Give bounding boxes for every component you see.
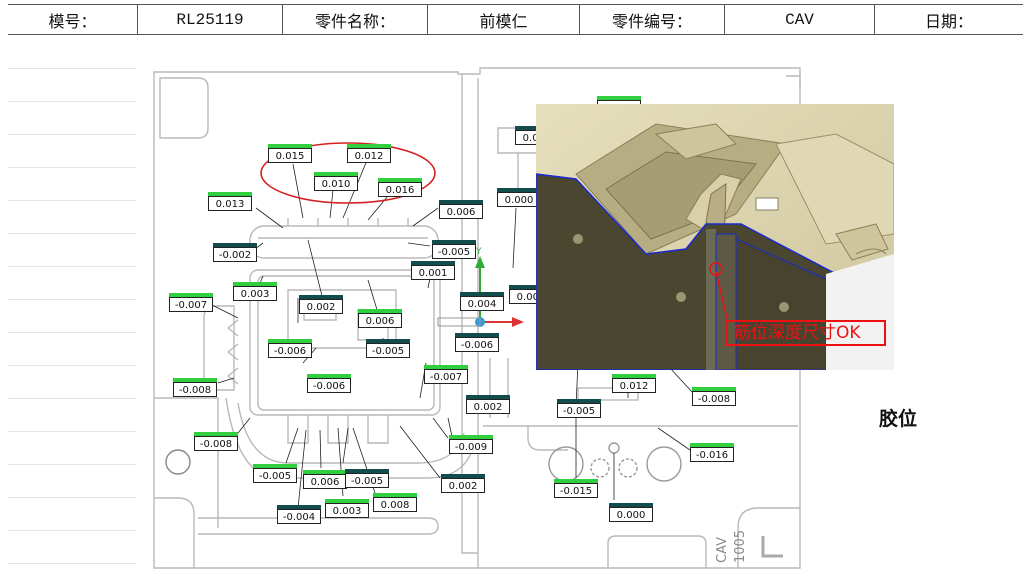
measurement-label[interactable]: 0.003 xyxy=(325,499,369,518)
measurement-label[interactable]: -0.015 xyxy=(554,479,598,498)
measurement-label[interactable]: -0.006 xyxy=(455,333,499,352)
measurement-label[interactable]: 0.010 xyxy=(314,172,358,191)
part-render-svg xyxy=(536,104,894,370)
measurement-label[interactable]: -0.007 xyxy=(169,293,213,312)
mold-insert-drawing[interactable]: Y CAV 1005 xyxy=(138,58,808,581)
part-info-header: 模号： RL25119 零件名称： 前模仁 零件编号： CAV 日期： xyxy=(8,4,1023,35)
measurement-label[interactable]: 0.006 xyxy=(358,309,402,328)
measurement-label[interactable]: 0.000 xyxy=(497,188,541,207)
measurement-label[interactable]: 0.002 xyxy=(441,474,485,493)
measurement-label[interactable]: -0.007 xyxy=(424,365,468,384)
measurement-label[interactable]: 0.002 xyxy=(299,295,343,314)
part-name-label: 零件名称： xyxy=(283,5,428,34)
part-no-value[interactable]: CAV xyxy=(725,5,875,34)
inspection-callout: 筋位深度尺寸OK xyxy=(726,320,886,346)
measurement-label[interactable]: -0.002 xyxy=(213,243,257,262)
measurement-label[interactable]: 0.013 xyxy=(208,192,252,211)
engraving-number: 1005 xyxy=(733,530,748,563)
measurement-label[interactable]: -0.008 xyxy=(173,378,217,397)
mold-no-label: 模号： xyxy=(8,5,138,34)
measurement-label[interactable]: -0.005 xyxy=(345,469,389,488)
part-name-value[interactable]: 前模仁 xyxy=(428,5,580,34)
highlight-ellipse xyxy=(260,142,436,204)
date-label: 日期： xyxy=(924,11,973,31)
measurement-label[interactable]: -0.005 xyxy=(253,464,297,483)
measurement-label[interactable]: -0.008 xyxy=(194,432,238,451)
mold-no-value[interactable]: RL25119 xyxy=(138,5,283,34)
axis-y-label: Y xyxy=(475,247,482,257)
measurement-label[interactable]: 0.012 xyxy=(612,374,656,393)
measurement-label[interactable]: 0.008 xyxy=(373,493,417,512)
measurement-label[interactable]: 0.016 xyxy=(378,178,422,197)
measurement-label[interactable]: 0.012 xyxy=(347,144,391,163)
measurement-label[interactable]: 0.015 xyxy=(268,144,312,163)
measurement-label[interactable]: 0.001 xyxy=(411,261,455,280)
measurement-label[interactable]: -0.006 xyxy=(307,374,351,393)
part-3d-view[interactable] xyxy=(536,104,894,370)
measurement-label[interactable]: -0.005 xyxy=(432,240,476,259)
measurement-label[interactable]: 0.003 xyxy=(233,282,277,301)
mold-outline-svg: Y CAV 1005 xyxy=(153,67,801,569)
measurement-label[interactable]: 0.004 xyxy=(460,292,504,311)
engraving-cav: CAV xyxy=(715,537,730,563)
measurement-label[interactable]: 0.000 xyxy=(609,503,653,522)
measurement-label[interactable]: -0.006 xyxy=(268,339,312,358)
measurement-label[interactable]: -0.016 xyxy=(690,443,734,462)
measurement-label[interactable]: 0.006 xyxy=(303,470,347,489)
measurement-label[interactable]: -0.009 xyxy=(449,435,493,454)
measurement-label[interactable]: -0.005 xyxy=(366,339,410,358)
measurement-label[interactable]: -0.005 xyxy=(557,399,601,418)
side-note-glue-position: 胶位 xyxy=(879,408,918,430)
measurement-label[interactable]: 0.006 xyxy=(439,200,483,219)
spreadsheet-gridlines xyxy=(8,40,1023,581)
measurement-label[interactable]: -0.004 xyxy=(277,505,321,524)
measurement-label[interactable]: 0.002 xyxy=(466,395,510,414)
part-no-label: 零件编号： xyxy=(580,5,725,34)
measurement-label[interactable]: -0.008 xyxy=(692,387,736,406)
